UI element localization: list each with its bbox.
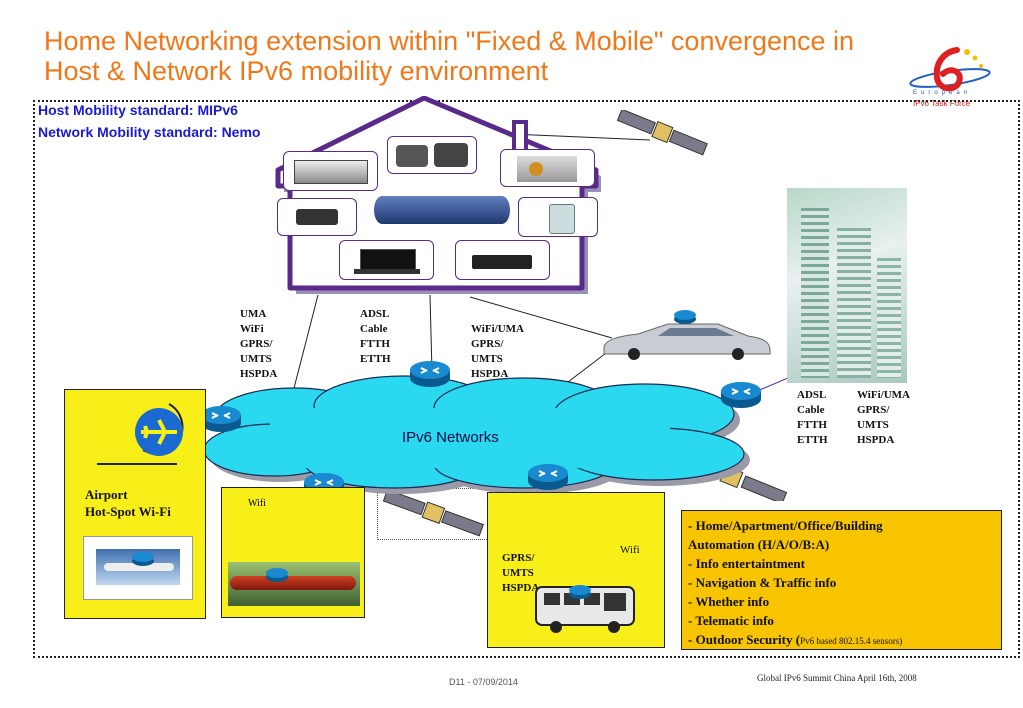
- ip-phones-device: [387, 136, 477, 174]
- access-item: FTTH: [360, 338, 390, 350]
- access-car: WiFi/UMA GPRS/ UMTS HSPDA: [471, 322, 524, 382]
- tv-display-device: [283, 151, 378, 191]
- access-item: FTTH: [797, 419, 827, 431]
- access-item: ETTH: [360, 353, 391, 365]
- access-item: WiFi/UMA: [471, 323, 524, 335]
- access-item: HSPDA: [471, 368, 509, 380]
- satellite-icon: [616, 110, 708, 156]
- bus-icon: [535, 586, 635, 633]
- ipv6-cloud: [203, 375, 750, 494]
- service-item: Automation (H/A/O/B:A): [688, 537, 830, 552]
- european-ipv6-logo: European IPv6 Task Force: [905, 44, 995, 112]
- router-icon: [266, 568, 288, 582]
- access-item: HSPDA: [857, 434, 895, 446]
- services-list: - Home/Apartment/Office/Building Automat…: [688, 516, 995, 651]
- slide-title: Home Networking extension within "Fixed …: [44, 26, 854, 86]
- service-item: - Navigation & Traffic info: [688, 575, 837, 590]
- access-item: GPRS/: [471, 338, 504, 350]
- access-item: GPRS/: [240, 338, 273, 350]
- airplane-icon: [135, 403, 184, 456]
- bus-access: GPRS/ UMTS HSPDA: [502, 551, 539, 596]
- home-gateway-device: [374, 196, 510, 224]
- access-building-fixed: ADSL Cable FTTH ETTH: [797, 388, 828, 448]
- diagram-frame: [33, 100, 1020, 658]
- sensor-phone-device: [518, 197, 598, 237]
- access-item: ETTH: [797, 434, 828, 446]
- logo-text-european: European: [913, 90, 972, 96]
- service-item: - Info entertaintment: [688, 556, 805, 571]
- airport-line-2: Hot-Spot Wi-Fi: [85, 504, 171, 519]
- router-icon: [569, 585, 591, 599]
- access-item: GPRS/: [857, 404, 890, 416]
- airplane-photo: [83, 536, 193, 600]
- title-line-2: Host & Network IPv6 mobility environment: [44, 56, 549, 86]
- car-icon: [603, 323, 771, 360]
- router-icon: [132, 552, 154, 566]
- router-icon: [201, 406, 241, 432]
- footer-event: Global IPv6 Summit China April 16th, 200…: [757, 673, 917, 683]
- router-icon: [410, 361, 450, 387]
- access-item: HSPDA: [240, 368, 278, 380]
- bus-wifi-label: Wifi: [620, 544, 640, 556]
- airport-label: Airport Hot-Spot Wi-Fi: [85, 486, 171, 520]
- host-mobility-standard: Host Mobility standard: MIPv6: [38, 102, 238, 118]
- access-item: GPRS/: [502, 552, 535, 564]
- service-item: - Home/Apartment/Office/Building: [688, 518, 883, 533]
- cloud-label: IPv6 Networks: [402, 429, 499, 446]
- service-item-text: - Outdoor Security (: [688, 632, 801, 647]
- camcorder-device: [277, 198, 357, 236]
- access-item: UMTS: [240, 353, 272, 365]
- train-wifi-label: Wifi: [248, 498, 266, 509]
- access-item: Cable: [797, 404, 825, 416]
- service-item: - Outdoor Security (Pv6 based 802.15.4 s…: [688, 630, 995, 651]
- laptop-device: [339, 240, 434, 280]
- services-box: - Home/Apartment/Office/Building Automat…: [681, 510, 1002, 650]
- router-icon: [721, 382, 761, 408]
- router-icon: [674, 310, 696, 324]
- footer-date: D11 - 07/09/2014: [449, 677, 518, 687]
- settop-box-device: [455, 240, 550, 280]
- router-icon: [528, 464, 568, 490]
- train-photo: [228, 562, 360, 606]
- airport-box: Airport Hot-Spot Wi-Fi: [64, 389, 206, 619]
- access-item: ADSL: [797, 389, 827, 401]
- hifi-stereo-device: [500, 149, 595, 187]
- network-mobility-standard: Network Mobility standard: Nemo: [38, 124, 261, 140]
- bus-box: GPRS/ UMTS HSPDA Wifi: [487, 492, 665, 648]
- building-photo: [787, 188, 907, 383]
- access-item: UMTS: [502, 567, 534, 579]
- logo-6-icon: [909, 47, 991, 92]
- access-item: UMA: [240, 308, 267, 320]
- service-item: - Telematic info: [688, 613, 774, 628]
- access-item: Cable: [360, 323, 388, 335]
- airport-line-1: Airport: [85, 487, 128, 502]
- service-item: - Whether info: [688, 594, 770, 609]
- access-item: WiFi/UMA: [857, 389, 910, 401]
- access-home-fixed: ADSL Cable FTTH ETTH: [360, 307, 391, 367]
- access-item: UMTS: [471, 353, 503, 365]
- title-line-1: Home Networking extension within "Fixed …: [44, 26, 855, 56]
- logo-text-taskforce: IPv6 Task Force: [913, 99, 971, 108]
- train-box: Wifi: [221, 487, 365, 618]
- access-item: ADSL: [360, 308, 390, 320]
- access-home-mobile: UMA WiFi GPRS/ UMTS HSPDA: [240, 307, 277, 382]
- access-building-mobile: WiFi/UMA GPRS/ UMTS HSPDA: [857, 388, 910, 448]
- satellite-icon: [382, 488, 485, 537]
- access-item: UMTS: [857, 419, 889, 431]
- access-item: WiFi: [240, 323, 264, 335]
- access-item: HSPDA: [502, 582, 540, 594]
- service-item-note: Pv6 based 802.15.4 sensors): [800, 636, 903, 646]
